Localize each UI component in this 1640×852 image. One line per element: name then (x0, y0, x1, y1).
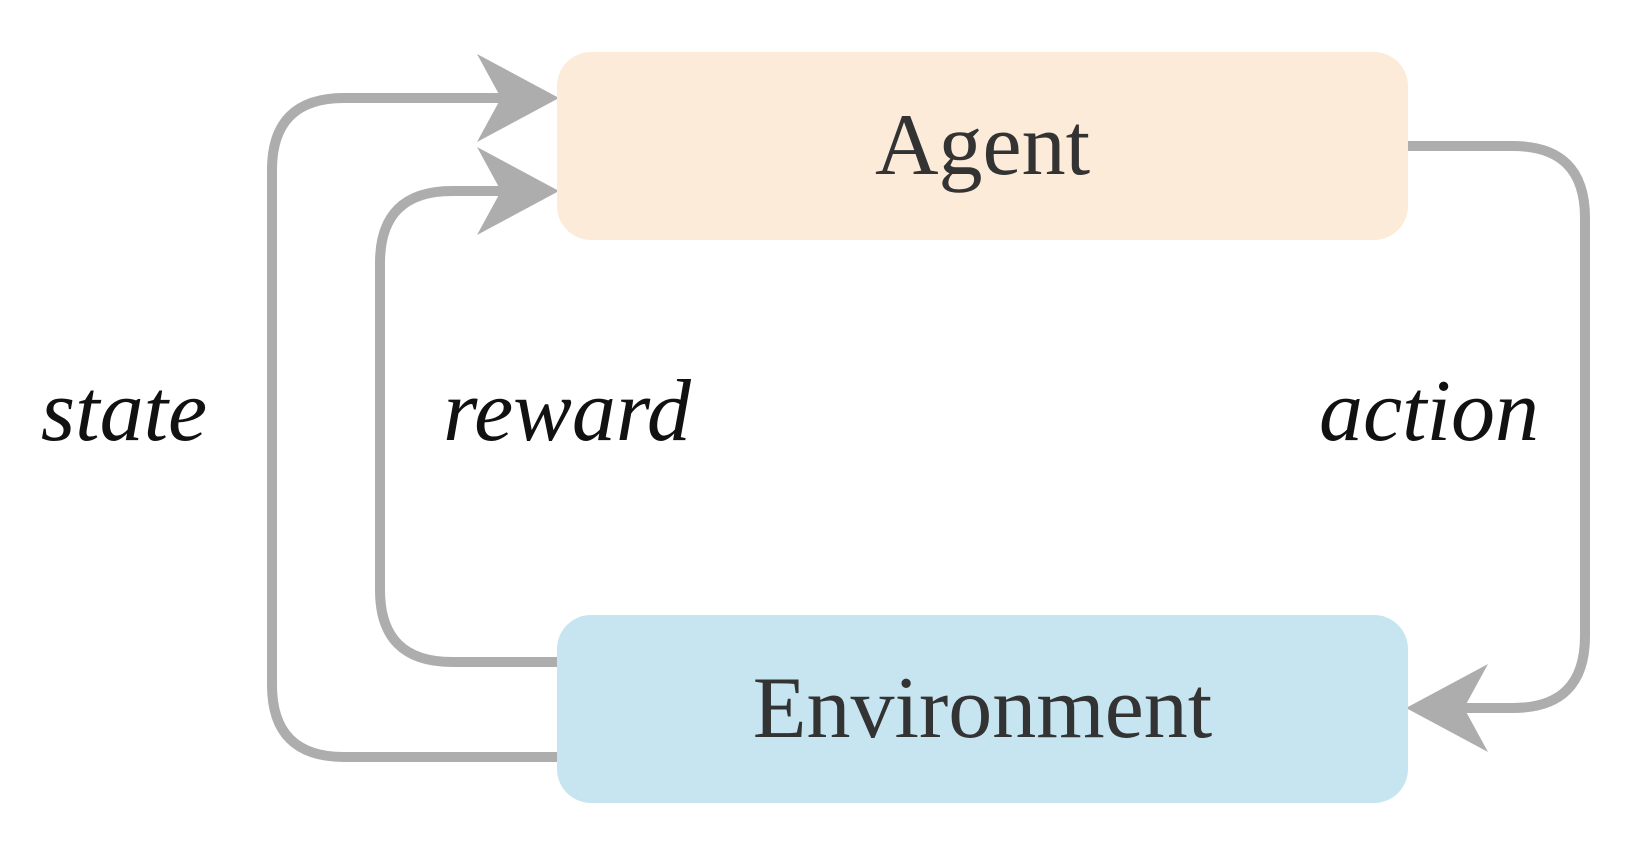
state-arrow (267, 54, 560, 762)
agent-node-label: Agent (874, 97, 1091, 194)
state-arrowhead (477, 54, 559, 142)
reward-arrow (375, 147, 560, 667)
action-arrow (1405, 141, 1590, 752)
environment-node-label: Environment (752, 660, 1213, 757)
action-edge-label: action (1319, 363, 1539, 460)
agent-node: Agent (557, 52, 1408, 240)
environment-node: Environment (557, 615, 1408, 803)
reward-edge-label: reward (443, 363, 691, 460)
reward-arrowhead (477, 147, 559, 235)
action-arrowhead (1406, 664, 1488, 752)
state-edge-label: state (40, 363, 208, 460)
